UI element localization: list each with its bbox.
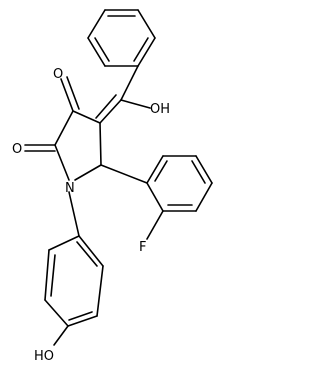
lactam-oxygen-label: O xyxy=(12,142,22,157)
benzoyl-phenyl-ring xyxy=(87,9,156,67)
fluorine-label: F xyxy=(139,240,146,255)
molecule-diagram: OH O O N F HO xyxy=(12,9,213,364)
enol-side-chain xyxy=(95,65,151,124)
pyrrolidine-ring xyxy=(54,110,102,181)
ketone-oxygen-label: O xyxy=(53,67,63,82)
hydroxyl-label-top: OH xyxy=(150,102,170,117)
hydroxyphenyl-ring xyxy=(44,191,104,346)
fluorophenyl-ring xyxy=(100,155,213,240)
nitrogen-label: N xyxy=(65,181,75,196)
carbonyl-bonds xyxy=(24,76,80,152)
structure-canvas: OH O O N F HO xyxy=(12,9,213,364)
hydroxyl-label-bottom: HO xyxy=(34,349,54,364)
